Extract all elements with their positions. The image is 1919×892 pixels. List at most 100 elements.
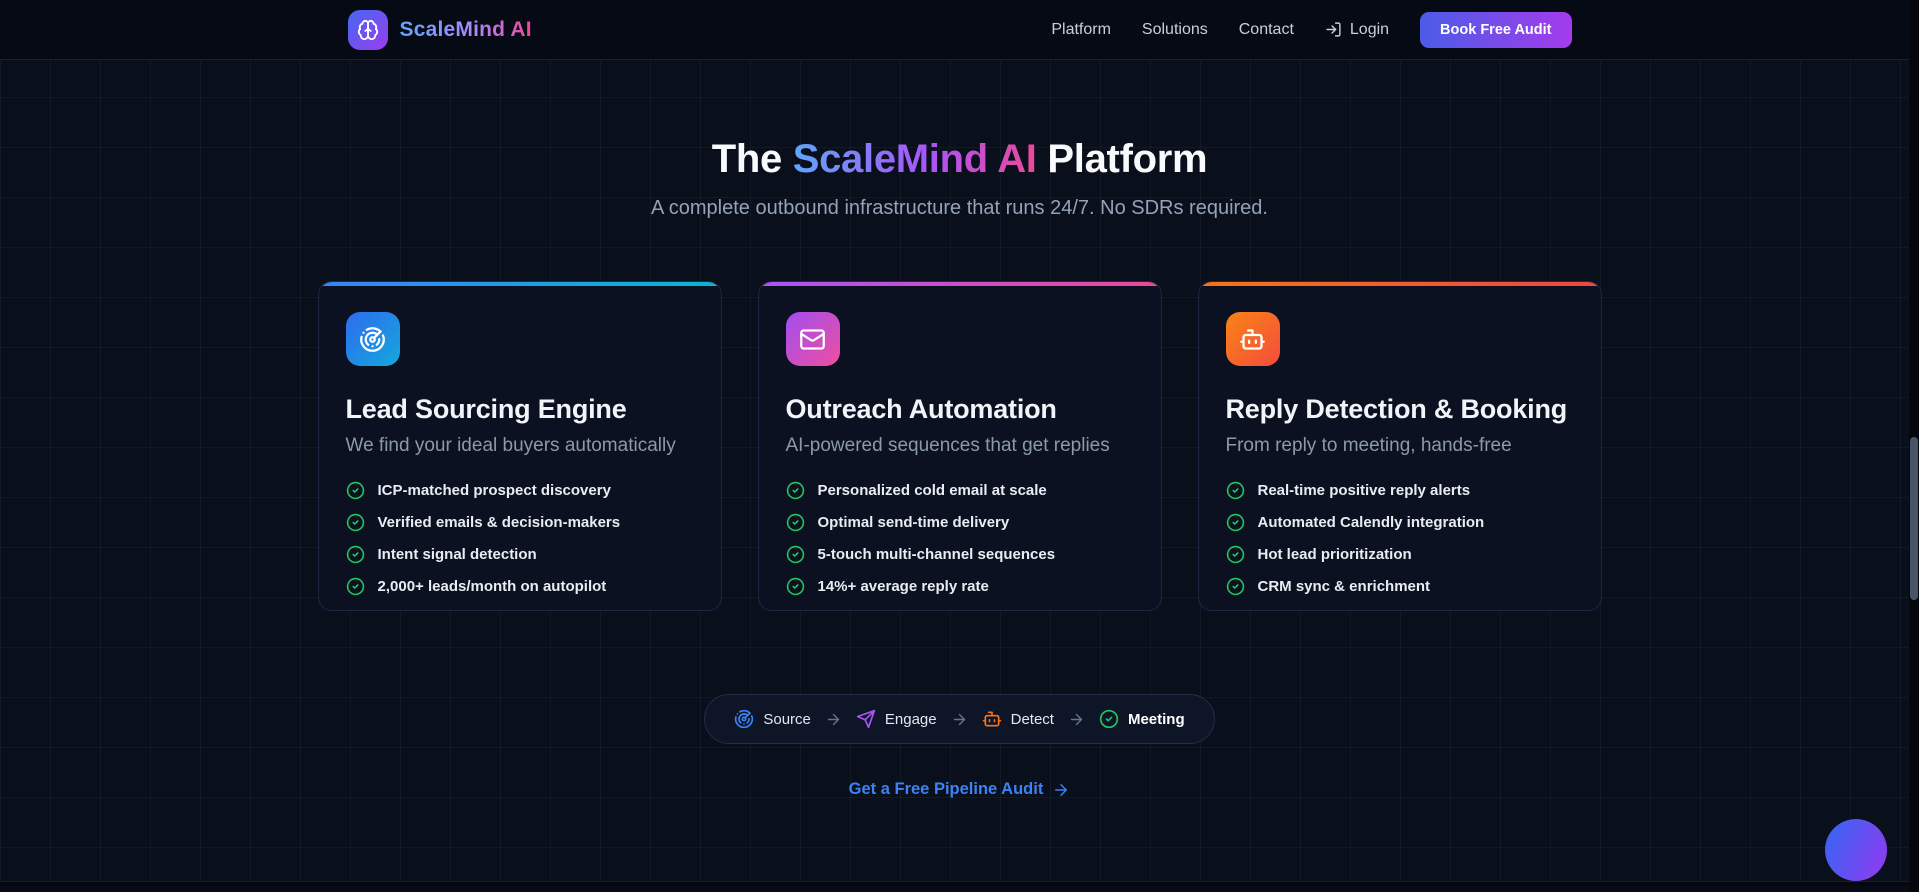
brand-name: ScaleMind AI — [399, 17, 532, 41]
list-item-label: Automated Calendly integration — [1257, 514, 1485, 531]
card-feature-list: ICP-matched prospect discovery Verified … — [346, 481, 694, 596]
list-item: Real-time positive reply alerts — [1226, 481, 1574, 500]
scrollbar-track[interactable] — [1909, 0, 1919, 892]
step-label: Source — [763, 710, 811, 728]
check-circle-icon — [346, 481, 364, 500]
list-item-label: Personalized cold email at scale — [817, 482, 1047, 499]
list-item-label: Hot lead prioritization — [1257, 546, 1412, 563]
list-item: Verified emails & decision-makers — [346, 513, 694, 532]
check-circle-icon — [346, 513, 364, 532]
navbar: ScaleMind AI Platform Solutions Contact … — [0, 0, 1919, 60]
list-item: 5-touch multi-channel sequences — [786, 545, 1134, 564]
feature-cards: Lead Sourcing Engine We find your ideal … — [317, 281, 1602, 611]
list-item-label: ICP-matched prospect discovery — [377, 482, 611, 499]
pipeline-audit-link[interactable]: Get a Free Pipeline Audit — [849, 780, 1071, 799]
arrow-right-icon — [825, 711, 842, 728]
title-highlight: ScaleMind AI — [792, 137, 1037, 181]
card-title: Lead Sourcing Engine — [345, 394, 627, 424]
list-item-label: Intent signal detection — [377, 546, 537, 563]
list-item: 2,000+ leads/month on autopilot — [346, 577, 694, 596]
list-item-label: Optimal send-time delivery — [817, 514, 1010, 531]
pipeline-audit-label: Get a Free Pipeline Audit — [848, 780, 1044, 798]
check-circle-icon — [346, 545, 364, 564]
step-label: Meeting — [1127, 710, 1185, 728]
card-subtitle: From reply to meeting, hands-free — [1225, 435, 1512, 456]
list-item: Personalized cold email at scale — [786, 481, 1134, 500]
card-icon-badge — [345, 312, 400, 366]
nav-menu: Platform Solutions Contact Login Book Fr… — [1051, 11, 1572, 48]
pipeline-step-meeting: Meeting — [1099, 709, 1185, 729]
card-icon-badge — [785, 312, 840, 366]
book-free-audit-button[interactable]: Book Free Audit — [1420, 11, 1572, 48]
card-feature-list: Personalized cold email at scale Optimal… — [786, 481, 1134, 596]
radar-icon — [360, 326, 385, 352]
arrow-right-icon — [1055, 783, 1068, 796]
platform-section: The ScaleMind AI Platform A complete out… — [0, 60, 1919, 886]
log-in-icon — [1326, 22, 1341, 37]
bot-icon — [982, 711, 1001, 727]
card-accent-strip — [318, 282, 721, 286]
login-button[interactable]: Login — [1325, 21, 1389, 39]
title-prefix: The — [711, 137, 793, 181]
list-item-label: Verified emails & decision-makers — [377, 514, 621, 531]
card-title: Outreach Automation — [785, 394, 1057, 424]
scrollbar-thumb[interactable] — [1910, 437, 1918, 600]
pipeline-flow-bar: Source Engage — [704, 694, 1215, 744]
step-label: Engage — [884, 710, 937, 728]
check-circle-icon — [1226, 481, 1244, 500]
list-item: Optimal send-time delivery — [786, 513, 1134, 532]
card-icon-badge — [1225, 312, 1280, 366]
card-outreach-automation: Outreach Automation AI-powered sequences… — [757, 281, 1162, 611]
pipeline-step-engage: Engage — [856, 709, 937, 729]
check-circle-icon — [1226, 513, 1244, 532]
list-item-label: Real-time positive reply alerts — [1257, 482, 1471, 499]
logo — [347, 9, 388, 50]
check-circle-icon — [786, 577, 804, 596]
arrow-right-icon — [1068, 711, 1085, 728]
check-circle-icon — [786, 481, 804, 500]
list-item-label: 2,000+ leads/month on autopilot — [377, 578, 607, 595]
page-subtitle: A complete outbound infrastructure that … — [650, 197, 1268, 219]
chat-bubble-button[interactable] — [1825, 819, 1887, 881]
arrow-right-icon — [951, 711, 968, 728]
list-item: CRM sync & enrichment — [1226, 577, 1574, 596]
check-circle-icon — [786, 545, 804, 564]
pipeline-step-detect: Detect — [982, 709, 1054, 729]
card-subtitle: AI-powered sequences that get replies — [785, 435, 1110, 456]
list-item: 14%+ average reply rate — [786, 577, 1134, 596]
list-item: Intent signal detection — [346, 545, 694, 564]
list-item-label: CRM sync & enrichment — [1257, 578, 1431, 595]
send-icon — [856, 709, 876, 729]
title-suffix: Platform — [1036, 137, 1208, 181]
radar-icon — [735, 709, 754, 729]
page-title: The ScaleMind AI Platform — [0, 137, 1919, 182]
bot-icon — [1240, 328, 1265, 350]
card-subtitle: We find your ideal buyers automatically — [345, 435, 676, 456]
card-title: Reply Detection & Booking — [1225, 394, 1568, 424]
brain-icon — [357, 19, 378, 40]
check-circle-icon — [1099, 709, 1119, 729]
list-item-label: 14%+ average reply rate — [817, 578, 989, 595]
check-circle-icon — [346, 577, 364, 596]
card-feature-list: Real-time positive reply alerts Automate… — [1226, 481, 1574, 596]
card-accent-strip — [1198, 282, 1601, 286]
nav-link-contact[interactable]: Contact — [1238, 20, 1294, 38]
step-label: Detect — [1010, 710, 1054, 728]
section-divider — [0, 881, 1919, 886]
brand[interactable]: ScaleMind AI — [347, 9, 532, 50]
pipeline-step-source: Source — [734, 709, 811, 729]
mail-icon — [800, 328, 825, 350]
list-item: Hot lead prioritization — [1226, 545, 1574, 564]
list-item: ICP-matched prospect discovery — [346, 481, 694, 500]
list-item-label: 5-touch multi-channel sequences — [817, 546, 1056, 563]
check-circle-icon — [786, 513, 804, 532]
card-reply-detection: Reply Detection & Booking From reply to … — [1197, 281, 1602, 611]
card-lead-sourcing: Lead Sourcing Engine We find your ideal … — [317, 281, 722, 611]
check-circle-icon — [1226, 577, 1244, 596]
check-circle-icon — [1226, 545, 1244, 564]
login-label: Login — [1349, 20, 1390, 38]
nav-link-solutions[interactable]: Solutions — [1141, 20, 1208, 38]
nav-link-platform[interactable]: Platform — [1051, 20, 1111, 38]
card-accent-strip — [758, 282, 1161, 286]
